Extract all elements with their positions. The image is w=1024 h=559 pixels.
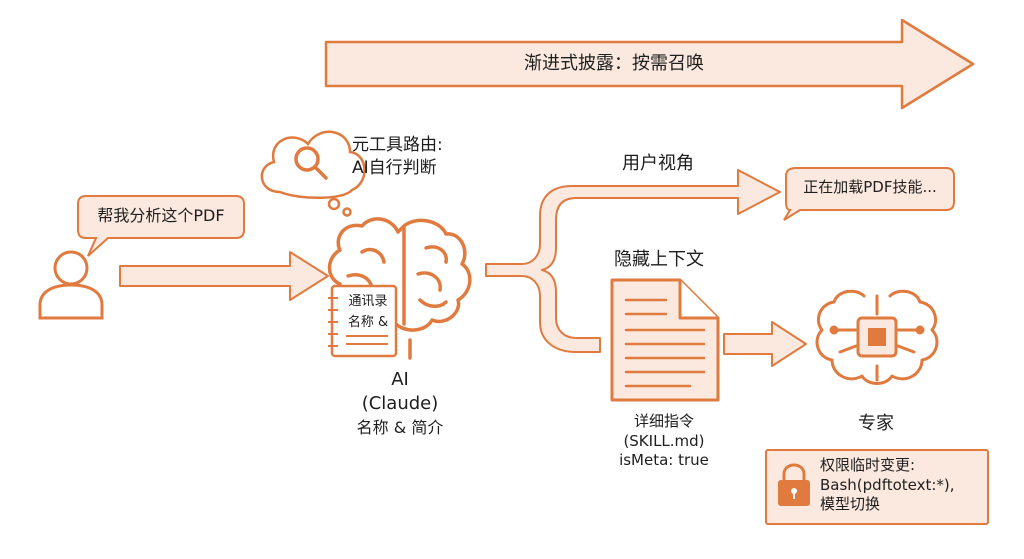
hidden-details: 详细指令 (SKILL.md) isMeta: true — [598, 412, 730, 471]
thought-label: 元工具路由: AI自行判断 — [352, 134, 443, 180]
chip-icon — [856, 316, 898, 358]
permission-line-3: 模型切换 — [820, 495, 881, 513]
notebook-label: 通讯录 名称 & — [344, 292, 392, 334]
notebook-line-1: 通讯录 — [348, 294, 388, 309]
thought-cloud — [260, 130, 366, 217]
expert-label: 专家 — [858, 413, 894, 434]
thought-line-2: AI自行判断 — [352, 157, 437, 178]
permission-line-1: 权限临时变更: — [820, 456, 916, 474]
permission-box — [765, 449, 989, 525]
ai-model: (Claude) — [361, 393, 439, 415]
arrow-user-to-ai — [119, 251, 329, 301]
user-message-bubble — [77, 195, 245, 257]
user-view-bubble — [783, 167, 955, 221]
magnifier-icon — [294, 146, 328, 180]
hidden-line-3: isMeta: true — [619, 451, 709, 469]
notebook-line-2: 名称 & — [347, 314, 389, 330]
thought-line-1: 元工具路由: — [352, 135, 443, 155]
permission-text: 权限临时变更: Bash(pdftotext:*), 模型切换 — [820, 456, 955, 515]
document-icon — [610, 278, 720, 402]
user-view-message: 正在加载PDF技能... — [803, 178, 937, 196]
user-message: 帮我分析这个PDF — [97, 206, 225, 225]
branch-connector — [485, 169, 781, 353]
user-view-label: 用户视角 — [622, 153, 694, 174]
banner-arrow — [324, 18, 975, 110]
notebook-icon — [328, 284, 398, 358]
ai-caption: 名称 & 简介 — [356, 417, 444, 437]
lock-icon — [778, 463, 810, 506]
arrow-doc-to-expert — [723, 321, 807, 367]
user-icon — [38, 250, 104, 320]
ai-label: AI (Claude) 名称 & 简介 — [330, 368, 470, 438]
hidden-line-1: 详细指令 — [633, 412, 694, 430]
hidden-line-2: (SKILL.md) — [623, 431, 705, 450]
chip-brain-icon — [815, 289, 939, 385]
ai-name: AI — [391, 369, 409, 390]
hidden-context-label: 隐藏上下文 — [614, 249, 704, 270]
permission-line-2: Bash(pdftotext:*), — [820, 475, 955, 494]
banner-label: 渐进式披露：按需召唤 — [524, 53, 704, 74]
